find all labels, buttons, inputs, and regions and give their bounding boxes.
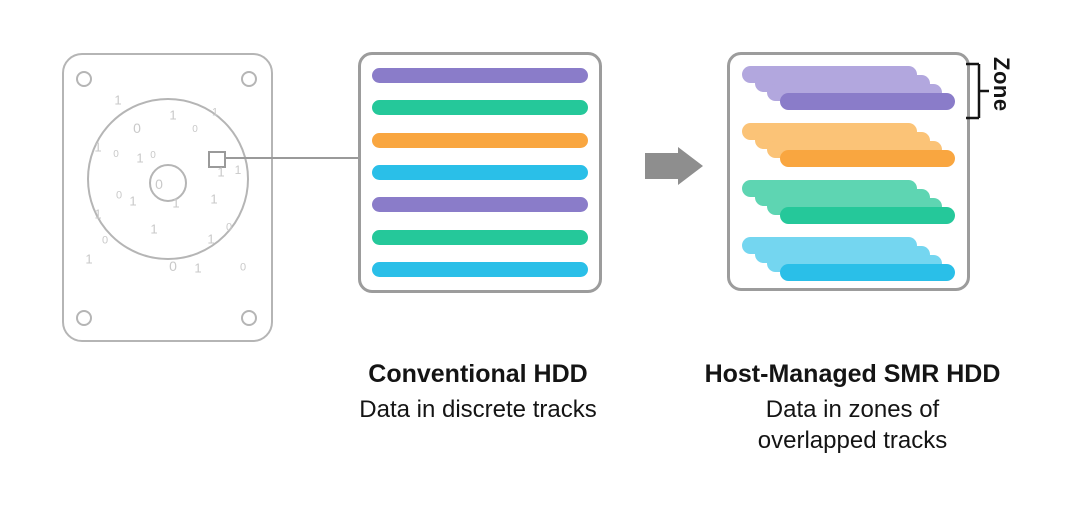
callout-line	[225, 157, 358, 159]
binary-digit: 0	[225, 221, 233, 234]
binary-digit: 1	[234, 163, 242, 177]
binary-digit: 1	[210, 191, 218, 207]
binary-digit: 1	[129, 193, 137, 209]
zone-cyan-bar-4	[780, 264, 955, 281]
binary-digit: 1	[94, 139, 102, 155]
screw-hole-icon	[241, 71, 257, 87]
binary-digit: 0	[150, 150, 156, 161]
track-bar-cyan	[372, 165, 588, 180]
magnified-region-marker	[208, 151, 226, 168]
binary-digit: 1	[94, 206, 102, 222]
binary-digit: 1	[136, 150, 144, 166]
right-arrow-icon	[645, 147, 703, 185]
binary-digit: 0	[192, 124, 198, 135]
binary-digit: 1	[194, 260, 202, 276]
track-bar-purple	[372, 197, 588, 212]
smr-panel	[727, 52, 970, 291]
zone-orange-bar-4	[780, 150, 955, 167]
smr-subtitle: Data in zones of overlapped tracks	[680, 394, 1025, 456]
smr-subtitle-line1: Data in zones of	[765, 396, 940, 423]
track-bar-purple	[372, 68, 588, 83]
binary-digit: 0	[133, 120, 141, 136]
binary-digit: 0	[113, 149, 119, 160]
binary-digit: 1	[217, 164, 225, 180]
binary-digit: 0	[169, 258, 177, 274]
track-bar-cyan	[372, 262, 588, 277]
binary-digit: 1	[207, 231, 215, 247]
screw-hole-icon	[241, 310, 257, 326]
zone-label: Zone	[989, 57, 1014, 112]
platter-circle	[87, 98, 249, 260]
spindle-circle	[149, 164, 187, 202]
zone-bracket	[966, 62, 989, 120]
track-bar-orange	[372, 133, 588, 148]
binary-digit: 1	[150, 221, 158, 237]
smr-title: Host-Managed SMR HDD	[704, 360, 1001, 388]
track-bar-green	[372, 230, 588, 245]
screw-hole-icon	[76, 310, 92, 326]
hdd-illustration	[62, 53, 273, 342]
binary-digit: 1	[169, 107, 177, 123]
binary-digit: 0	[115, 189, 123, 202]
binary-digit: 0	[155, 176, 163, 192]
binary-digit: 1	[114, 92, 122, 108]
conventional-title: Conventional HDD	[368, 360, 588, 388]
zone-purple-bar-4	[780, 93, 955, 110]
conventional-subtitle: Data in discrete tracks	[359, 396, 597, 423]
conventional-panel	[358, 52, 602, 293]
binary-digit: 1	[85, 251, 93, 267]
binary-digit: 1	[172, 195, 180, 211]
smr-subtitle-line2: overlapped tracks	[757, 427, 948, 454]
screw-hole-icon	[76, 71, 92, 87]
binary-digit: 1	[211, 106, 219, 119]
zone-green-bar-4	[780, 207, 955, 224]
binary-digit: 0	[239, 261, 247, 274]
track-bar-green	[372, 100, 588, 115]
binary-digit: 0	[101, 234, 109, 247]
